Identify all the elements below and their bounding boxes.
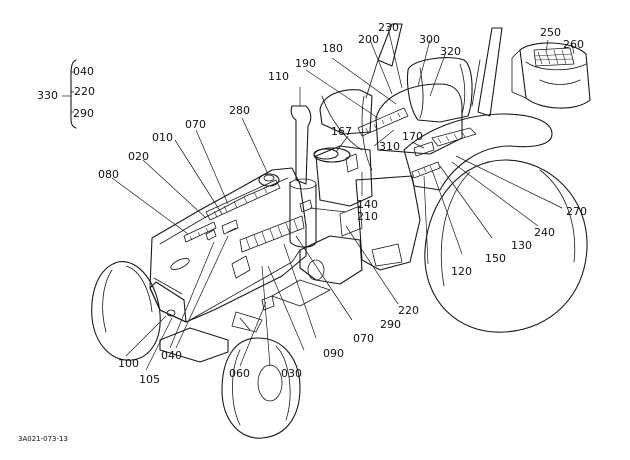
- label-070-top: 070: [185, 118, 206, 131]
- drawing-code: 3A021-073-13: [18, 435, 68, 443]
- label-090: 090: [323, 347, 344, 360]
- label-040: 040: [161, 349, 182, 362]
- seat: [406, 57, 473, 123]
- leader-lines: [111, 27, 575, 371]
- label-210: 210: [357, 210, 378, 223]
- label-170: 170: [402, 130, 423, 143]
- fuel-cap: [258, 173, 280, 187]
- label-280: 280: [229, 104, 250, 117]
- tractor-drawing: [91, 23, 591, 439]
- label-250: 250: [540, 26, 561, 39]
- label-310: 310: [379, 140, 400, 153]
- label-300: 300: [419, 33, 440, 46]
- label-130: 130: [511, 239, 532, 252]
- label-200: 200: [358, 33, 379, 46]
- exhaust-pipe: [290, 105, 312, 185]
- decal-167-disc: [313, 148, 339, 160]
- label-150: 150: [485, 252, 506, 265]
- hood: [149, 167, 307, 323]
- group-330-item-mid: 220: [74, 85, 95, 98]
- label-180: 180: [322, 42, 343, 55]
- hood-side-stripe-decal: [239, 215, 305, 253]
- label-290: 290: [380, 318, 401, 331]
- label-330: 330: [37, 89, 58, 102]
- label-190: 190: [295, 57, 316, 70]
- rear-right-wheel: [424, 159, 588, 333]
- label-010: 010: [152, 131, 173, 144]
- part-labels: 010 020 030 040 060 070 070 080 090 100 …: [98, 21, 587, 386]
- label-230: 230: [378, 21, 399, 34]
- label-110: 110: [268, 70, 289, 83]
- hood-top-stripe-decal: [205, 179, 281, 221]
- label-320: 320: [440, 45, 461, 58]
- label-167: 167: [331, 125, 352, 138]
- label-060: 060: [229, 367, 250, 380]
- label-240: 240: [534, 226, 555, 239]
- label-120: 120: [451, 265, 472, 278]
- label-105: 105: [139, 373, 160, 386]
- rops-frame: [377, 23, 403, 67]
- label-100: 100: [118, 357, 139, 370]
- group-330-item-top: 040: [73, 65, 94, 78]
- label-030: 030: [281, 367, 302, 380]
- canopy-roof-part: [511, 42, 591, 109]
- left-fender: [375, 83, 463, 155]
- label-220: 220: [398, 304, 419, 317]
- label-080: 080: [98, 168, 119, 181]
- label-020: 020: [128, 150, 149, 163]
- right-fender: [403, 113, 553, 191]
- label-140: 140: [357, 198, 378, 211]
- front-right-wheel: [221, 337, 301, 439]
- label-070-bottom: 070: [353, 332, 374, 345]
- label-260: 260: [563, 38, 584, 51]
- group-330-bracket: 330 040 220 290: [37, 59, 95, 129]
- group-330-item-bottom: 290: [73, 107, 94, 120]
- label-270: 270: [566, 205, 587, 218]
